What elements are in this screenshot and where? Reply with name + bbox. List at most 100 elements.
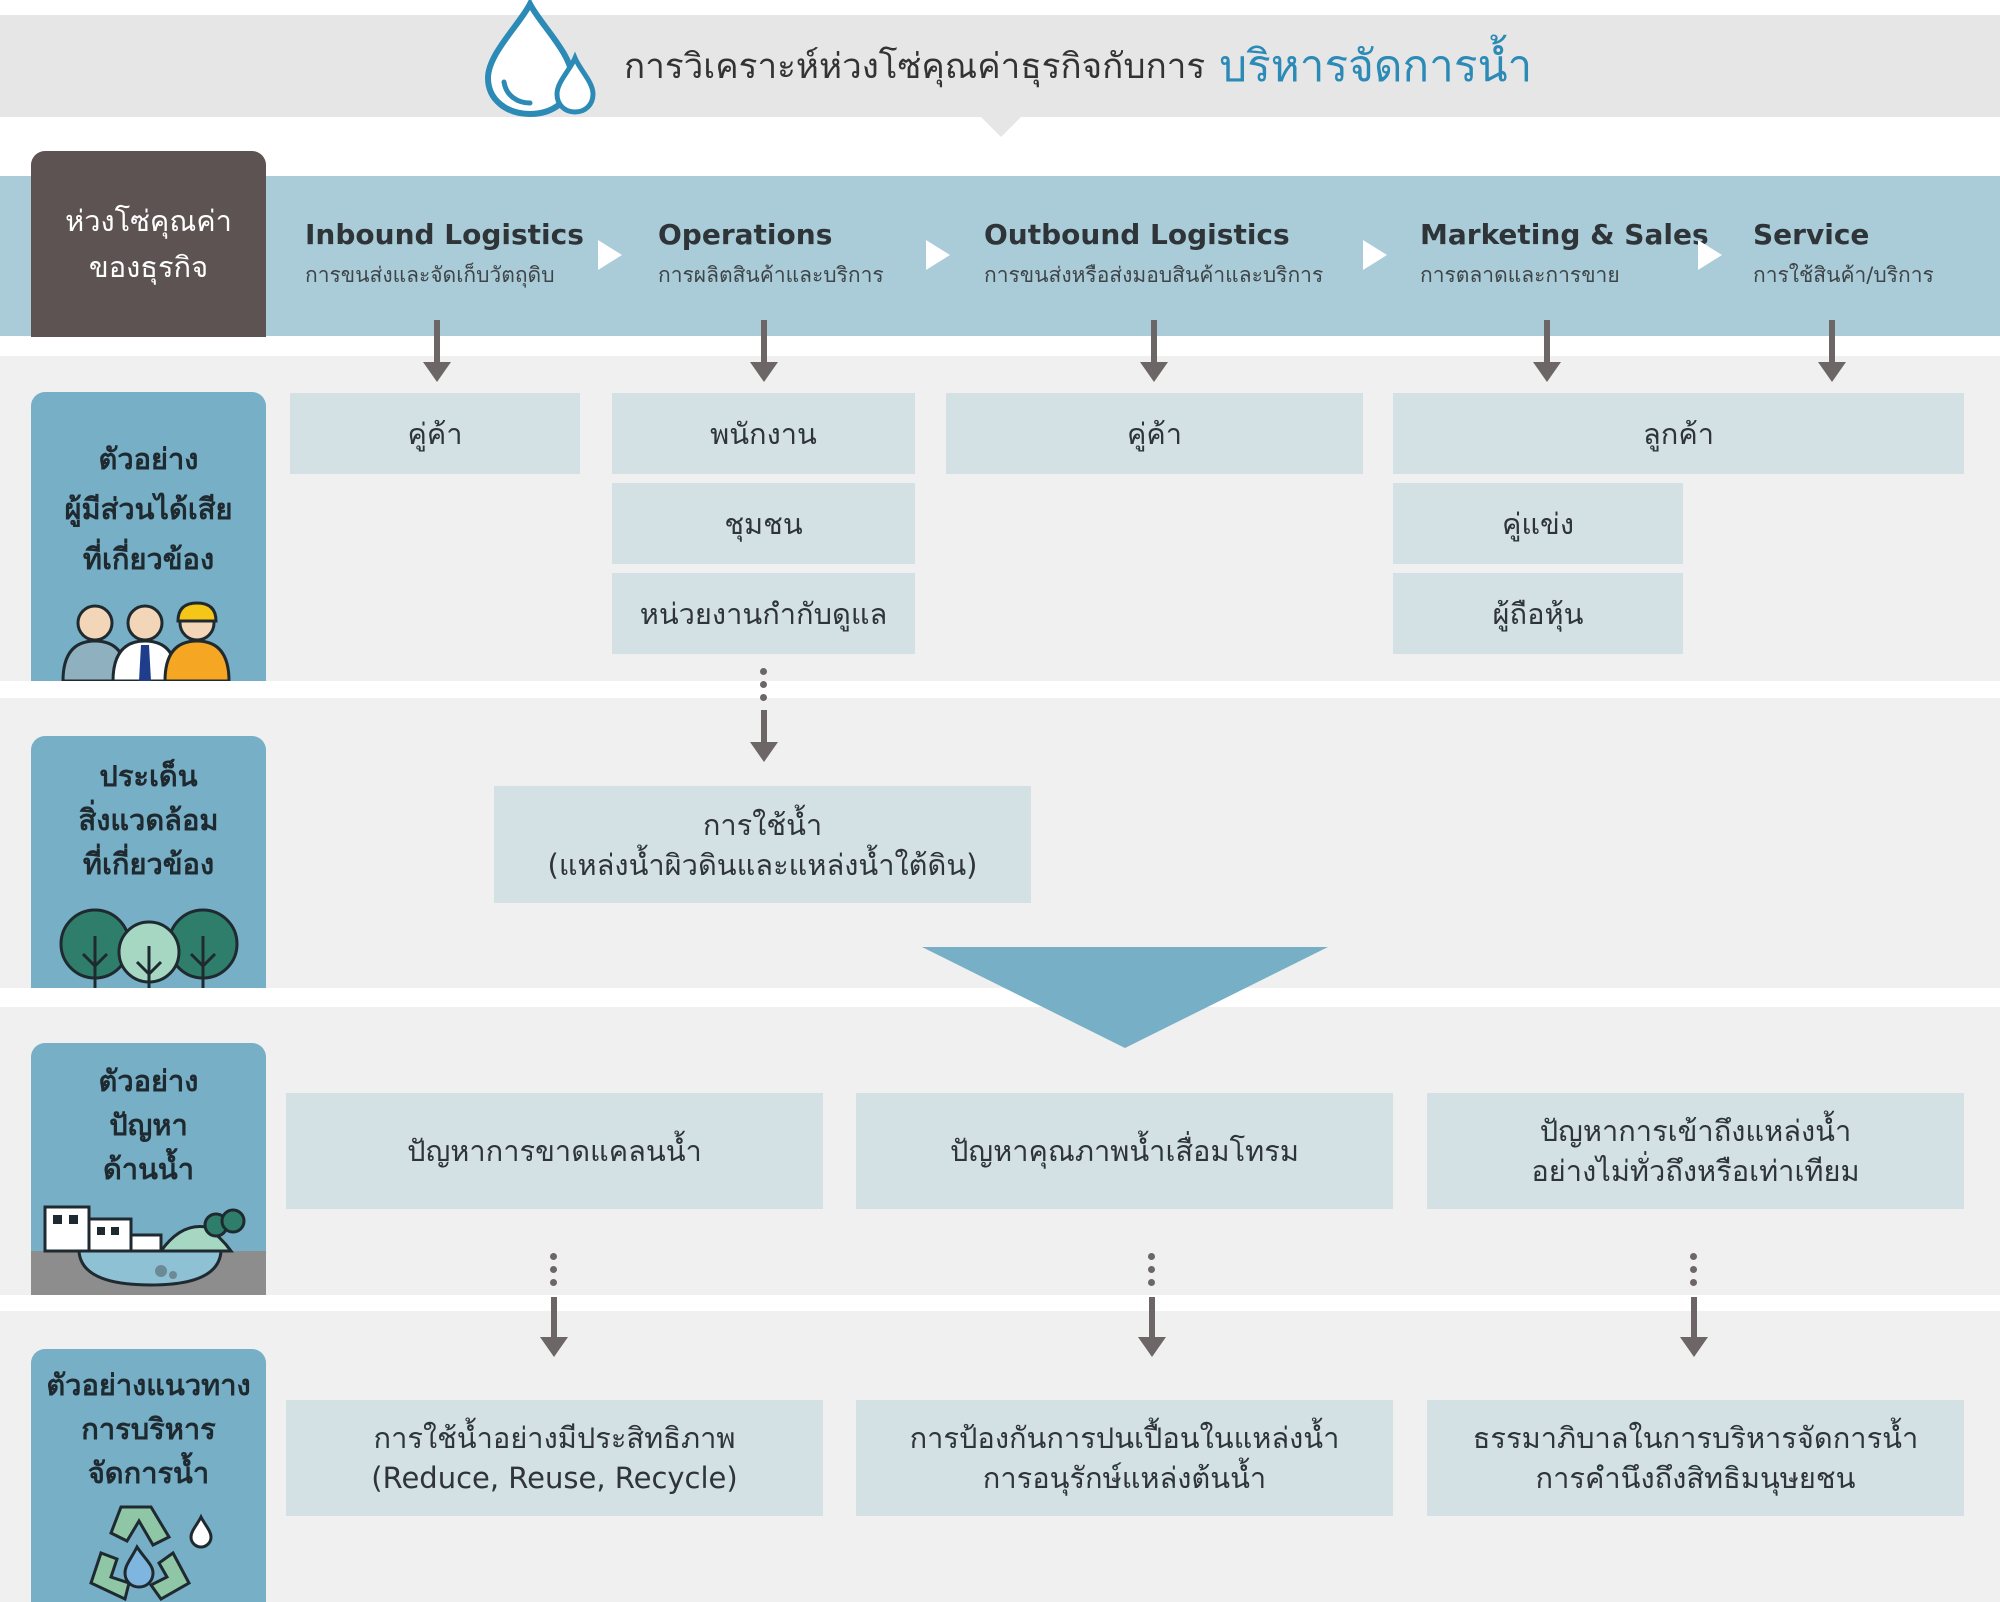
arrow-down-head: [1138, 1337, 1166, 1357]
stakeholder-box-supplier-outbound: คู่ค้า: [946, 393, 1363, 474]
chain-step-subtitle: การใช้สินค้า/บริการ: [1753, 263, 1934, 287]
guideline-box-governance: ธรรมาภิบาลในการบริหารจัดการน้ำ การคำนึงถ…: [1427, 1400, 1964, 1516]
guideline-box-line: การป้องกันการปนเปื้อนในแหล่งน้ำ: [909, 1421, 1340, 1455]
chevron-right-icon: [1698, 240, 1722, 270]
arrow-down-head: [1680, 1337, 1708, 1357]
title-prefix: การวิเคราะห์ห่วงโซ่คุณค่าธุรกิจกับการ: [624, 46, 1206, 87]
dotted-connector: [1148, 1266, 1155, 1273]
arrow-down: [1691, 1297, 1697, 1339]
arrow-down-head: [1140, 362, 1168, 382]
problem-label-line: ตัวอย่าง: [98, 1064, 199, 1098]
chain-step-inbound: Inbound Logistics การขนส่งและจัดเก็บวัตถ…: [305, 218, 584, 292]
problem-box-line: อย่างไม่ทั่วถึงหรือเท่าเทียม: [1531, 1154, 1860, 1188]
environment-label-line: ที่เกี่ยวข้อง: [82, 847, 215, 881]
guideline-label-line: จัดการน้ำ: [87, 1456, 210, 1490]
guideline-box-line: ธรรมาภิบาลในการบริหารจัดการน้ำ: [1472, 1421, 1919, 1455]
guideline-label: ตัวอย่างแนวทาง การบริหาร จัดการน้ำ: [31, 1349, 266, 1602]
dotted-connector: [1690, 1279, 1697, 1286]
funnel-triangle: [922, 947, 1328, 1048]
arrow-down: [551, 1297, 557, 1339]
stakeholder-label-line: ที่เกี่ยวข้อง: [82, 542, 215, 576]
arrow-down-head: [423, 362, 451, 382]
problem-label-line: ปัญหา: [109, 1108, 188, 1142]
arrow-down-head: [1533, 362, 1561, 382]
chevron-right-icon: [598, 240, 622, 270]
guideline-box-line: (Reduce, Reuse, Recycle): [371, 1461, 738, 1495]
trees-icon: [59, 908, 239, 988]
stakeholder-label-line: ผู้มีส่วนได้เสีย: [64, 492, 233, 526]
environment-box-line: การใช้น้ำ: [702, 807, 823, 842]
environment-label-line: ประเด็น: [99, 759, 198, 793]
stakeholder-box-competitor: คู่แข่ง: [1393, 483, 1683, 564]
dotted-connector: [550, 1253, 557, 1260]
chain-step-outbound: Outbound Logistics การขนส่งหรือส่งมอบสิน…: [984, 218, 1323, 292]
chain-step-marketing: Marketing & Sales การตลาดและการขาย: [1420, 218, 1709, 292]
chain-step-title: Operations: [658, 218, 833, 251]
arrow-down: [1151, 320, 1157, 364]
chain-step-subtitle: การผลิตสินค้าและบริการ: [658, 263, 884, 287]
value-chain-label-line: ของธุรกิจ: [88, 250, 209, 284]
arrow-down-head: [750, 742, 778, 762]
guideline-box-protection: การป้องกันการปนเปื้อนในแหล่งน้ำ การอนุรั…: [856, 1400, 1393, 1516]
environment-label: ประเด็น สิ่งแวดล้อม ที่เกี่ยวข้อง: [31, 736, 266, 988]
guideline-box-line: การอนุรักษ์แหล่งต้นน้ำ: [982, 1461, 1267, 1495]
dotted-connector: [760, 681, 767, 688]
dotted-connector: [1690, 1266, 1697, 1273]
chain-step-subtitle: การขนส่งและจัดเก็บวัตถุดิบ: [305, 263, 555, 287]
chain-step-title: Outbound Logistics: [984, 218, 1290, 251]
arrow-down: [1149, 1297, 1155, 1339]
problem-box-line: ปัญหาการขาดแคลนน้ำ: [407, 1134, 702, 1168]
value-chain-label: ห่วงโซ่คุณค่า ของธุรกิจ: [31, 151, 266, 337]
arrow-down: [761, 710, 767, 744]
page-title: การวิเคราะห์ห่วงโซ่คุณค่าธุรกิจกับการ บร…: [624, 36, 1532, 96]
stakeholder-box-regulator: หน่วยงานกำกับดูแล: [612, 573, 915, 654]
people-icon: [61, 601, 231, 681]
chain-step-operations: Operations การผลิตสินค้าและบริการ: [658, 218, 884, 292]
dotted-connector: [760, 668, 767, 675]
stakeholder-box-shareholder: ผู้ถือหุ้น: [1393, 573, 1683, 654]
guideline-box-efficiency: การใช้น้ำอย่างมีประสิทธิภาพ (Reduce, Reu…: [286, 1400, 823, 1516]
arrow-down: [434, 320, 440, 364]
stakeholder-label: ตัวอย่าง ผู้มีส่วนได้เสีย ที่เกี่ยวข้อง: [31, 392, 266, 681]
stakeholder-box-community: ชุมชน: [612, 483, 915, 564]
arrow-down-head: [750, 362, 778, 382]
guideline-box-line: การใช้น้ำอย่างมีประสิทธิภาพ: [373, 1421, 736, 1455]
chain-step-title: Inbound Logistics: [305, 218, 584, 251]
chevron-right-icon: [1363, 240, 1387, 270]
problem-label: ตัวอย่าง ปัญหา ด้านน้ำ: [31, 1043, 266, 1295]
problem-box-scarcity: ปัญหาการขาดแคลนน้ำ: [286, 1093, 823, 1209]
problem-box-access: ปัญหาการเข้าถึงแหล่งน้ำ อย่างไม่ทั่วถึงห…: [1427, 1093, 1964, 1209]
value-chain-band: [0, 176, 2000, 336]
stakeholder-label-line: ตัวอย่าง: [98, 442, 199, 476]
chevron-right-icon: [926, 240, 950, 270]
dotted-connector: [550, 1266, 557, 1273]
stakeholder-box-employee: พนักงาน: [612, 393, 915, 474]
chain-step-subtitle: การตลาดและการขาย: [1420, 263, 1620, 287]
dotted-connector: [1690, 1253, 1697, 1260]
header-banner: [0, 15, 2000, 117]
dotted-connector: [1148, 1279, 1155, 1286]
chain-step-service: Service การใช้สินค้า/บริการ: [1753, 218, 1934, 292]
guideline-label-line: การบริหาร: [81, 1412, 216, 1446]
water-drop-icon: [484, 0, 596, 118]
guideline-box-line: การคำนึงถึงสิทธิมนุษยชน: [1535, 1461, 1856, 1495]
stakeholder-box-supplier: คู่ค้า: [290, 393, 580, 474]
environment-box-line: (แหล่งน้ำผิวดินและแหล่งน้ำใต้ดิน): [547, 847, 978, 882]
dotted-connector: [550, 1279, 557, 1286]
arrow-down-head: [1818, 362, 1846, 382]
arrow-down: [1544, 320, 1550, 364]
value-chain-label-line: ห่วงโซ่คุณค่า: [65, 204, 232, 238]
problem-box-quality: ปัญหาคุณภาพน้ำเสื่อมโทรม: [856, 1093, 1393, 1209]
dotted-connector: [760, 694, 767, 701]
environment-label-line: สิ่งแวดล้อม: [78, 803, 219, 837]
problem-box-line: ปัญหาการเข้าถึงแหล่งน้ำ: [1539, 1114, 1852, 1148]
guideline-label-line: ตัวอย่างแนวทาง: [46, 1368, 251, 1402]
problem-box-line: ปัญหาคุณภาพน้ำเสื่อมโทรม: [950, 1134, 1299, 1168]
stakeholder-box-customer: ลูกค้า: [1393, 393, 1964, 474]
arrow-down: [1829, 320, 1835, 364]
chain-step-subtitle: การขนส่งหรือส่งมอบสินค้าและบริการ: [984, 263, 1324, 287]
chain-step-title: Service: [1753, 218, 1870, 251]
header-pointer: [981, 117, 1021, 137]
dotted-connector: [1148, 1253, 1155, 1260]
polluted-water-icon: [31, 1205, 266, 1295]
